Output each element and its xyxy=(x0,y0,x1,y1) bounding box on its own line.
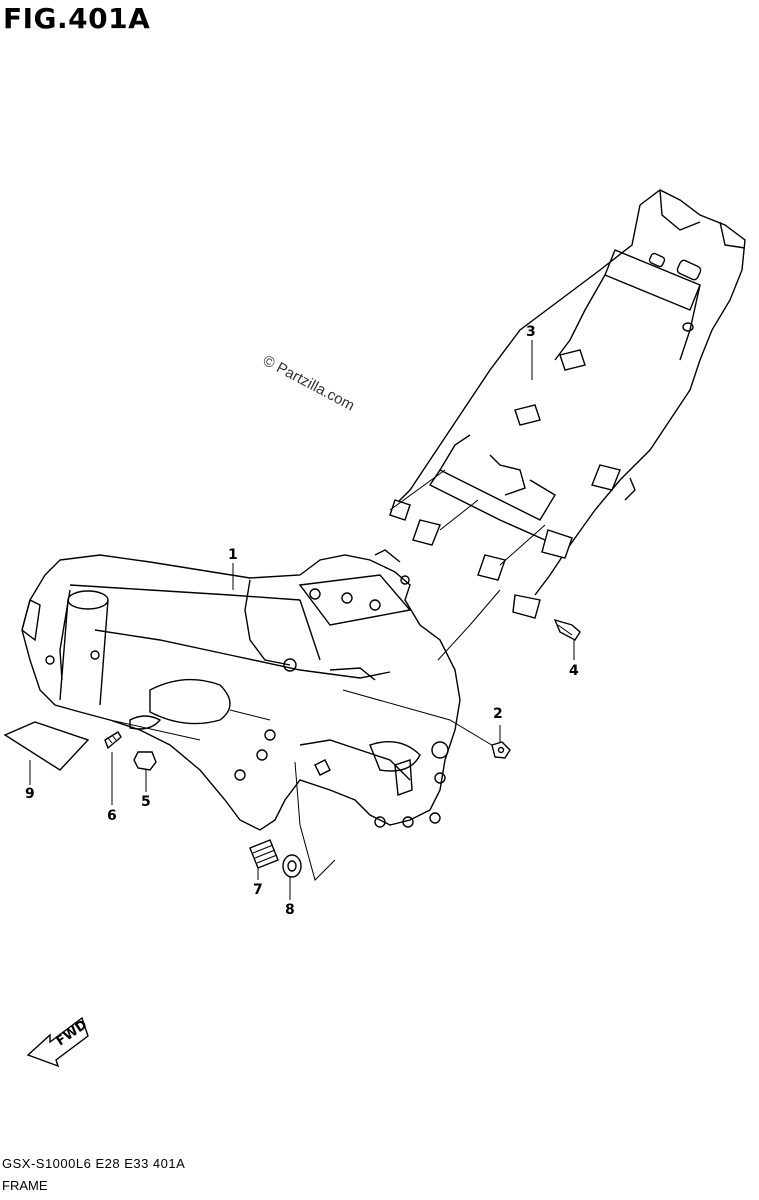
callout-1[interactable]: 1 xyxy=(228,547,238,563)
callout-7[interactable]: 7 xyxy=(253,882,263,898)
part-5-collar[interactable] xyxy=(133,751,157,771)
callout-3[interactable]: 3 xyxy=(526,324,536,340)
fwd-arrow-label: FWD xyxy=(54,1017,91,1049)
part-4-bolt[interactable] xyxy=(553,618,581,641)
group-name: FRAME xyxy=(2,1178,48,1193)
callout-9[interactable]: 9 xyxy=(25,786,35,802)
callout-8[interactable]: 8 xyxy=(285,902,295,918)
part-9-label[interactable] xyxy=(3,721,90,771)
callout-5[interactable]: 5 xyxy=(141,794,151,810)
part-8-washer[interactable] xyxy=(282,854,302,878)
figure-title: FIG.401A xyxy=(3,2,151,35)
part-6-screw[interactable] xyxy=(104,731,122,750)
part-2-nut[interactable] xyxy=(491,741,511,759)
leader-lines xyxy=(29,340,575,900)
callout-6[interactable]: 6 xyxy=(107,808,117,824)
callout-2[interactable]: 2 xyxy=(493,706,503,722)
fwd-arrow-icon: FWD xyxy=(26,1016,91,1068)
model-code: GSX-S1000L6 E28 E33 401A xyxy=(2,1156,186,1171)
rear-subframe[interactable] xyxy=(389,189,746,619)
main-frame[interactable] xyxy=(21,549,461,831)
part-7-spring[interactable] xyxy=(249,839,279,869)
callout-4[interactable]: 4 xyxy=(569,663,579,679)
